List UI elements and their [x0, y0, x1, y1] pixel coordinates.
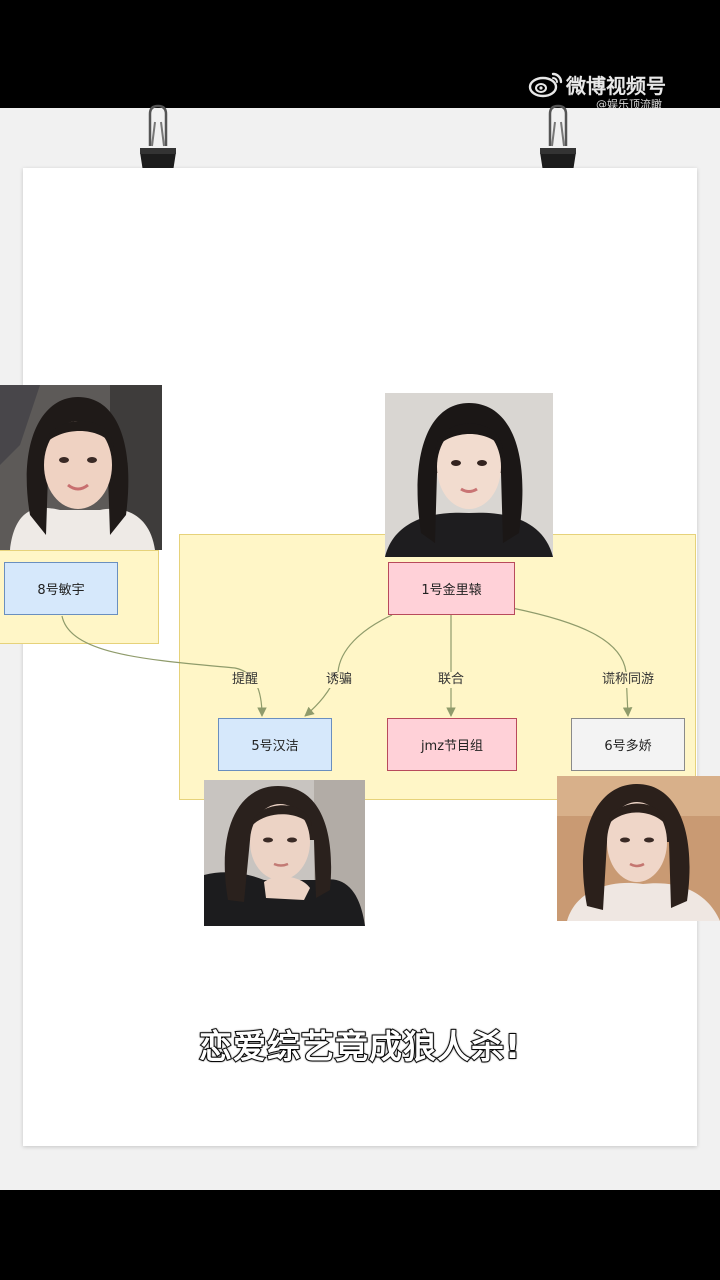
edge-label-ally: 联合 — [436, 672, 467, 688]
node-hanjie: 5号汉洁 — [218, 718, 332, 771]
portrait-hanjie — [204, 780, 365, 926]
video-subtitle: 恋爱综艺竟成狼人杀! — [198, 1026, 522, 1067]
edge-lure — [304, 614, 393, 717]
node-jinliyuan: 1号金里辕 — [388, 562, 515, 615]
edge-label-lure: 诱骗 — [324, 672, 355, 688]
edge-label-remind: 提醒 — [230, 672, 261, 688]
portrait-minyu — [0, 385, 162, 550]
node-duojiao: 6号多娇 — [571, 718, 685, 771]
edge-label-pretend-trip: 谎称同游 — [600, 672, 657, 688]
edge-pretend-trip — [511, 607, 633, 717]
weibo-logo-icon — [528, 72, 563, 98]
watermark-platform: 微博视频号 — [566, 74, 666, 98]
portrait-jinliyuan — [385, 393, 553, 557]
edge-remind — [61, 615, 267, 717]
watermark-handle: @娱乐顶流瞰 — [596, 98, 662, 111]
node-jmz: jmz节目组 — [387, 718, 517, 771]
portrait-duojiao — [557, 776, 720, 921]
node-minyu: 8号敏宇 — [4, 562, 118, 615]
